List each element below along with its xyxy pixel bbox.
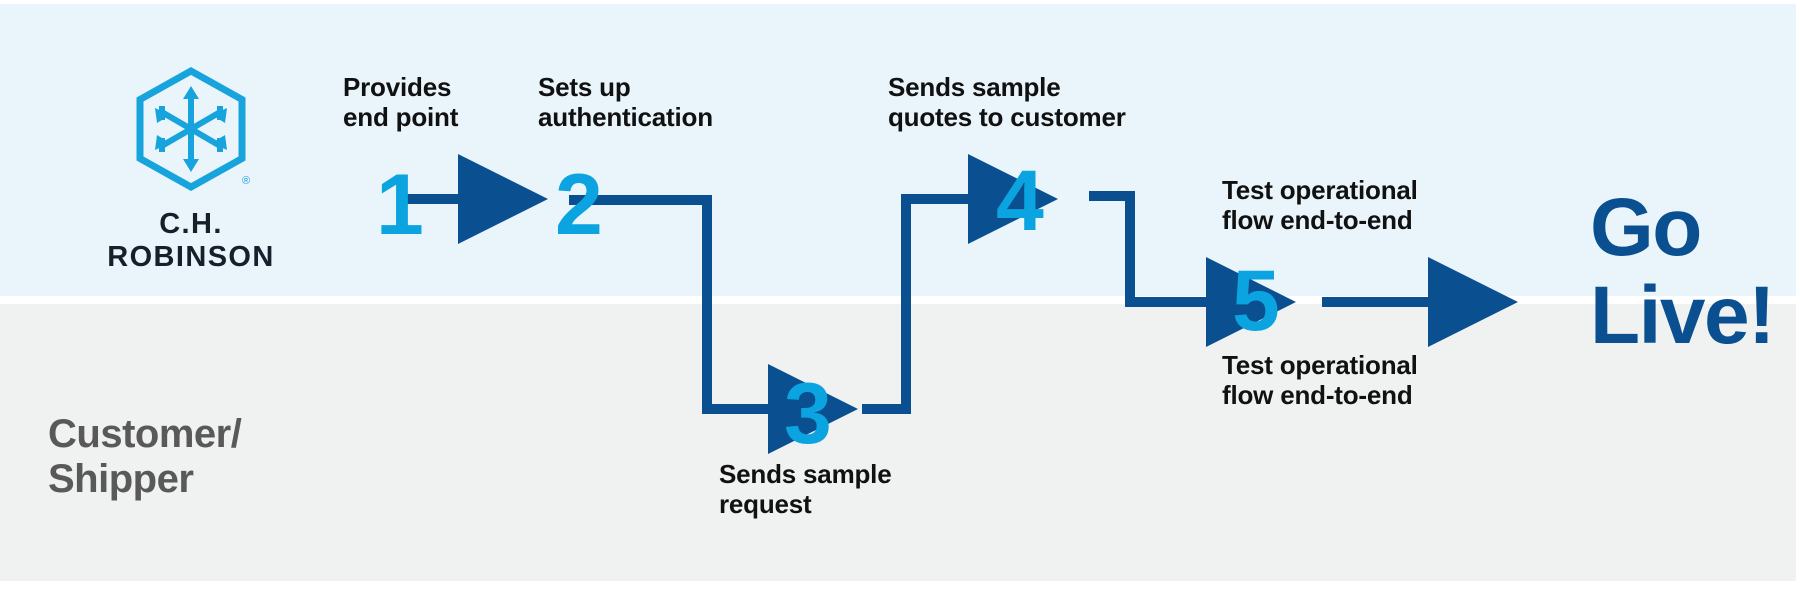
step-5-label-above: Test operational flow end-to-end bbox=[1222, 175, 1418, 235]
step-2-label: Sets up authentication bbox=[538, 72, 713, 132]
step-1-number: 1 bbox=[376, 157, 424, 253]
arrow-3-to-4 bbox=[862, 154, 1058, 414]
step-1-label: Provides end point bbox=[343, 72, 459, 132]
outcome-go-live: Go Live! bbox=[1590, 182, 1775, 361]
lane-band-chrobinson bbox=[0, 4, 1796, 296]
step-3-label: Sends sample request bbox=[719, 459, 892, 519]
brand-logo: ® C.H. ROBINSON bbox=[96, 66, 286, 274]
arrow-4-to-5 bbox=[1089, 191, 1296, 347]
brand-wordmark: C.H. ROBINSON bbox=[107, 208, 275, 273]
lane-label-customer-shipper: Customer/ Shipper bbox=[48, 412, 242, 501]
arrow-2-to-3 bbox=[569, 195, 858, 454]
registered-trademark-icon: ® bbox=[242, 175, 250, 187]
step-5-label-below: Test operational flow end-to-end bbox=[1222, 350, 1418, 410]
step-3-number: 3 bbox=[784, 366, 832, 462]
step-2-number: 2 bbox=[555, 157, 603, 253]
lane-band-customer bbox=[0, 304, 1796, 581]
step-4-number: 4 bbox=[996, 153, 1044, 249]
step-5-number: 5 bbox=[1232, 253, 1280, 349]
step-4-label: Sends sample quotes to customer bbox=[888, 72, 1126, 132]
hexagon-six-arrows-logo-icon: ® bbox=[136, 66, 250, 192]
